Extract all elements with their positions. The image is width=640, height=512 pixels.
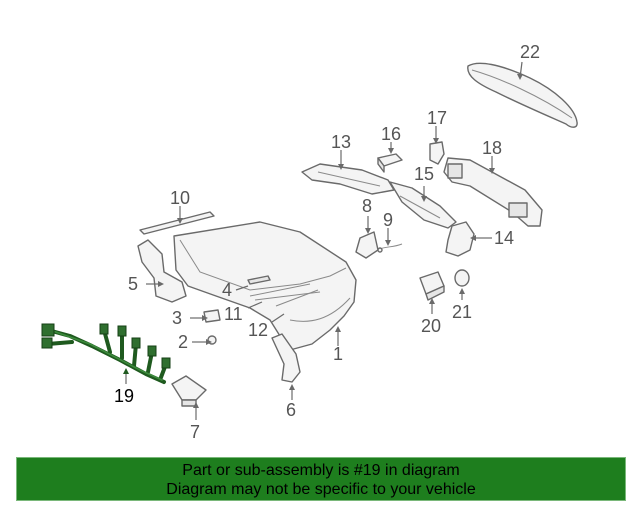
part-22-spoiler [467,61,578,128]
part-3-clip [190,309,221,323]
part-10-strip [139,206,215,235]
callout-5: 5 [128,274,138,294]
part-14-bracket [445,221,492,257]
callout-14: 14 [494,228,514,248]
part-5-bracket [137,239,187,303]
arrowheads [123,74,523,408]
callout-11: 11 [224,304,243,324]
callout-6: 6 [286,400,296,420]
part-1-bumper-cover [173,221,357,351]
callout-2: 2 [178,332,188,352]
callout-7: 7 [190,422,200,442]
callout-labels: 1 2 3 4 5 6 7 8 9 10 11 12 13 14 15 16 1… [114,42,540,442]
info-banner: Part or sub-assembly is #19 in diagram D… [16,457,626,501]
part-2-screw [192,335,217,345]
part-18-carrier [443,156,543,227]
part-19-wiring-harness[interactable] [41,323,171,384]
callout-16: 16 [381,124,401,144]
part-20-sensor [419,271,445,314]
callout-8: 8 [362,196,372,216]
callout-19: 19 [114,386,134,406]
part-4-strip [235,275,271,291]
part-17-clip [429,126,445,165]
part-21-cap [454,269,470,300]
callout-18: 18 [482,138,502,158]
part-8-cover [355,216,379,259]
callout-21: 21 [452,302,472,322]
part-16-block [377,142,403,173]
part-12-strip [271,289,319,323]
callout-9: 9 [383,210,393,230]
parts-diagram: 1 2 3 4 5 6 7 8 9 10 11 12 13 14 15 16 1… [41,42,578,442]
callout-20: 20 [421,316,441,336]
part-13-bracket [301,150,395,195]
callout-17: 17 [427,108,447,128]
callout-13: 13 [331,132,351,152]
part-7-block [171,375,207,420]
callout-1: 1 [333,344,343,364]
callout-3: 3 [172,308,182,328]
callout-10: 10 [170,188,190,208]
callout-22: 22 [520,42,540,62]
part-15-bracket [389,181,457,229]
banner-line-1: Part or sub-assembly is #19 in diagram [182,462,460,479]
part-11-strip [247,283,311,309]
banner-line-2: Diagram may not be specific to your vehi… [166,481,476,498]
callout-4: 4 [222,280,232,300]
callout-12: 12 [248,320,268,340]
callout-15: 15 [414,164,434,184]
